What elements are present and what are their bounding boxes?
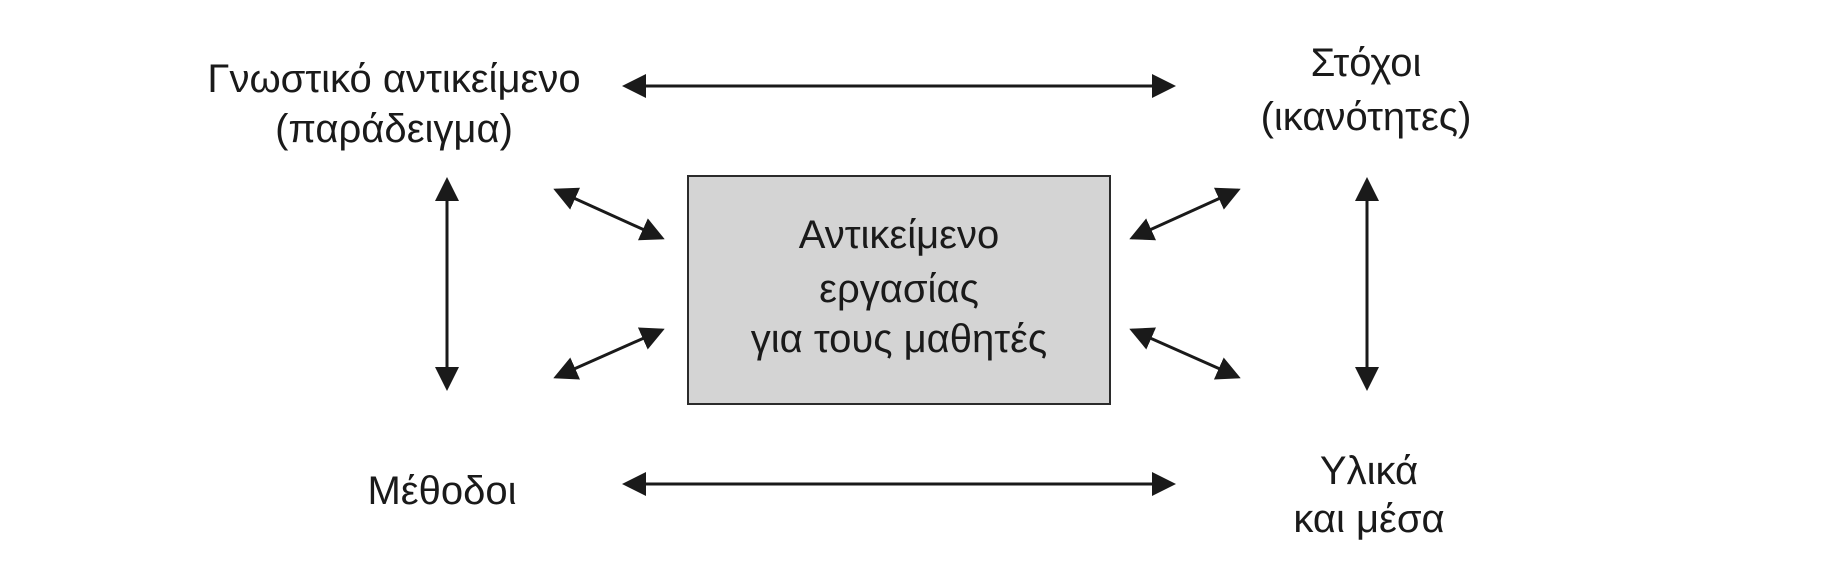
goals-node: Στόχοι (ικανότητες) [1261,41,1472,139]
knowledge-object-line-1: Γνωστικό αντικείμενο [207,57,580,101]
arrow-goals-center [1129,187,1241,241]
knowledge-object-line-2: (παράδειγμα) [275,107,513,151]
arrow-methods-center [553,327,665,380]
goals-line-2: (ικανότητες) [1261,95,1472,139]
materials-line-1: Υλικά [1320,449,1418,493]
methods-node: Μέθοδοι [367,469,516,513]
arrow-knowledge-center [553,187,665,241]
center-label-line-3: για τους μαθητές [751,317,1047,361]
materials-node: Υλικά και μέσα [1293,449,1444,541]
arrow-materials-center [1129,327,1241,380]
center-label-line-1: Αντικείμενο [799,213,1000,257]
knowledge-object-node: Γνωστικό αντικείμενο (παράδειγμα) [207,57,580,151]
center-label-line-2: εργασίας [819,267,979,311]
materials-line-2: και μέσα [1293,497,1444,541]
methods-line-1: Μέθοδοι [367,469,516,513]
center-label: Αντικείμενο εργασίας για τους μαθητές [751,213,1047,361]
goals-line-1: Στόχοι [1311,41,1422,85]
center-box [687,175,1111,405]
